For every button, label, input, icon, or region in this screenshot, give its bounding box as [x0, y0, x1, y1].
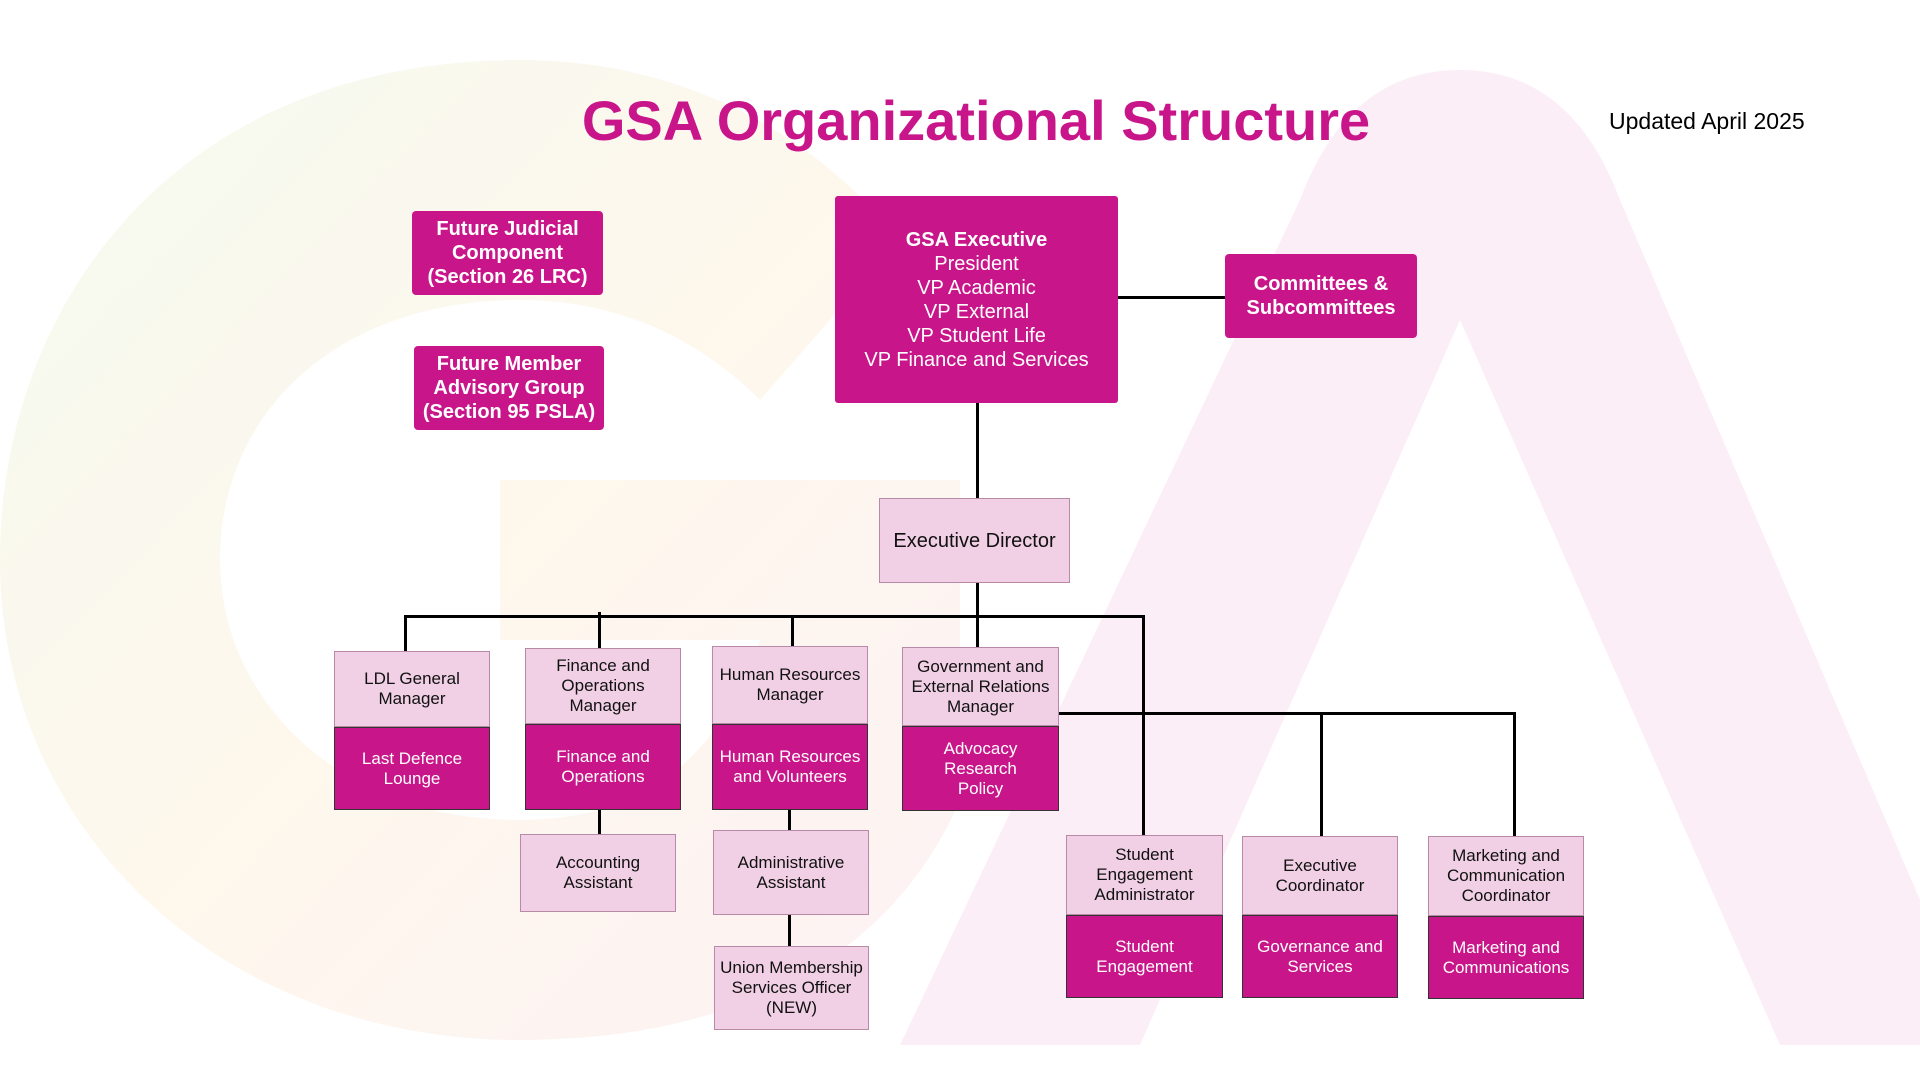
administrative-assistant-box: Administrative Assistant: [713, 830, 869, 915]
connector: [1142, 615, 1145, 835]
updated-date: Updated April 2025: [1609, 108, 1805, 134]
gov-relations-manager-box: Government and External Relations Manage…: [902, 647, 1059, 726]
student-engagement-admin-box: Student Engagement Administrator: [1066, 835, 1223, 915]
marketing-department-box: Marketing and Communications: [1428, 916, 1584, 999]
executive-role: VP Student Life: [907, 324, 1046, 347]
executive-role: VP Finance and Services: [864, 348, 1089, 371]
executive-role: VP Academic: [917, 276, 1036, 299]
connector: [1118, 296, 1225, 299]
connector: [976, 403, 979, 498]
connector: [598, 612, 601, 648]
connector: [1513, 712, 1516, 836]
hr-manager-box: Human Resources Manager: [712, 646, 868, 724]
executive-role: VP External: [923, 300, 1030, 323]
page-title: GSA Organizational Structure: [581, 89, 1371, 152]
connector: [788, 810, 791, 830]
executive-heading: GSA Executive: [905, 228, 1048, 251]
connector: [788, 915, 791, 946]
accounting-assistant-box: Accounting Assistant: [520, 834, 676, 912]
union-officer-box: Union Membership Services Officer (NEW): [714, 946, 869, 1030]
executive-role: President: [934, 252, 1019, 275]
connector: [404, 615, 1144, 618]
connector: [598, 810, 601, 834]
gsa-executive-box: GSA Executive President VP Academic VP E…: [835, 196, 1118, 403]
connector: [1320, 712, 1323, 836]
committees-box: Committees & Subcommittees: [1225, 254, 1417, 338]
connector: [404, 615, 407, 651]
future-judicial-box: Future Judicial Component (Section 26 LR…: [412, 211, 603, 295]
future-member-box: Future Member Advisory Group (Section 95…: [414, 346, 604, 430]
finance-department-box: Finance and Operations: [525, 724, 681, 810]
governance-department-box: Governance and Services: [1242, 915, 1398, 998]
student-engagement-department-box: Student Engagement: [1066, 915, 1223, 998]
connector: [791, 615, 794, 646]
connector: [1059, 712, 1516, 715]
ldl-department-box: Last Defence Lounge: [334, 727, 490, 810]
ldl-manager-box: LDL General Manager: [334, 651, 490, 727]
marketing-coordinator-box: Marketing and Communication Coordinator: [1428, 836, 1584, 916]
finance-manager-box: Finance and Operations Manager: [525, 648, 681, 724]
executive-director-box: Executive Director: [879, 498, 1070, 583]
gov-relations-department-box: Advocacy Research Policy: [902, 726, 1059, 811]
executive-coordinator-box: Executive Coordinator: [1242, 836, 1398, 915]
hr-department-box: Human Resources and Volunteers: [712, 724, 868, 810]
